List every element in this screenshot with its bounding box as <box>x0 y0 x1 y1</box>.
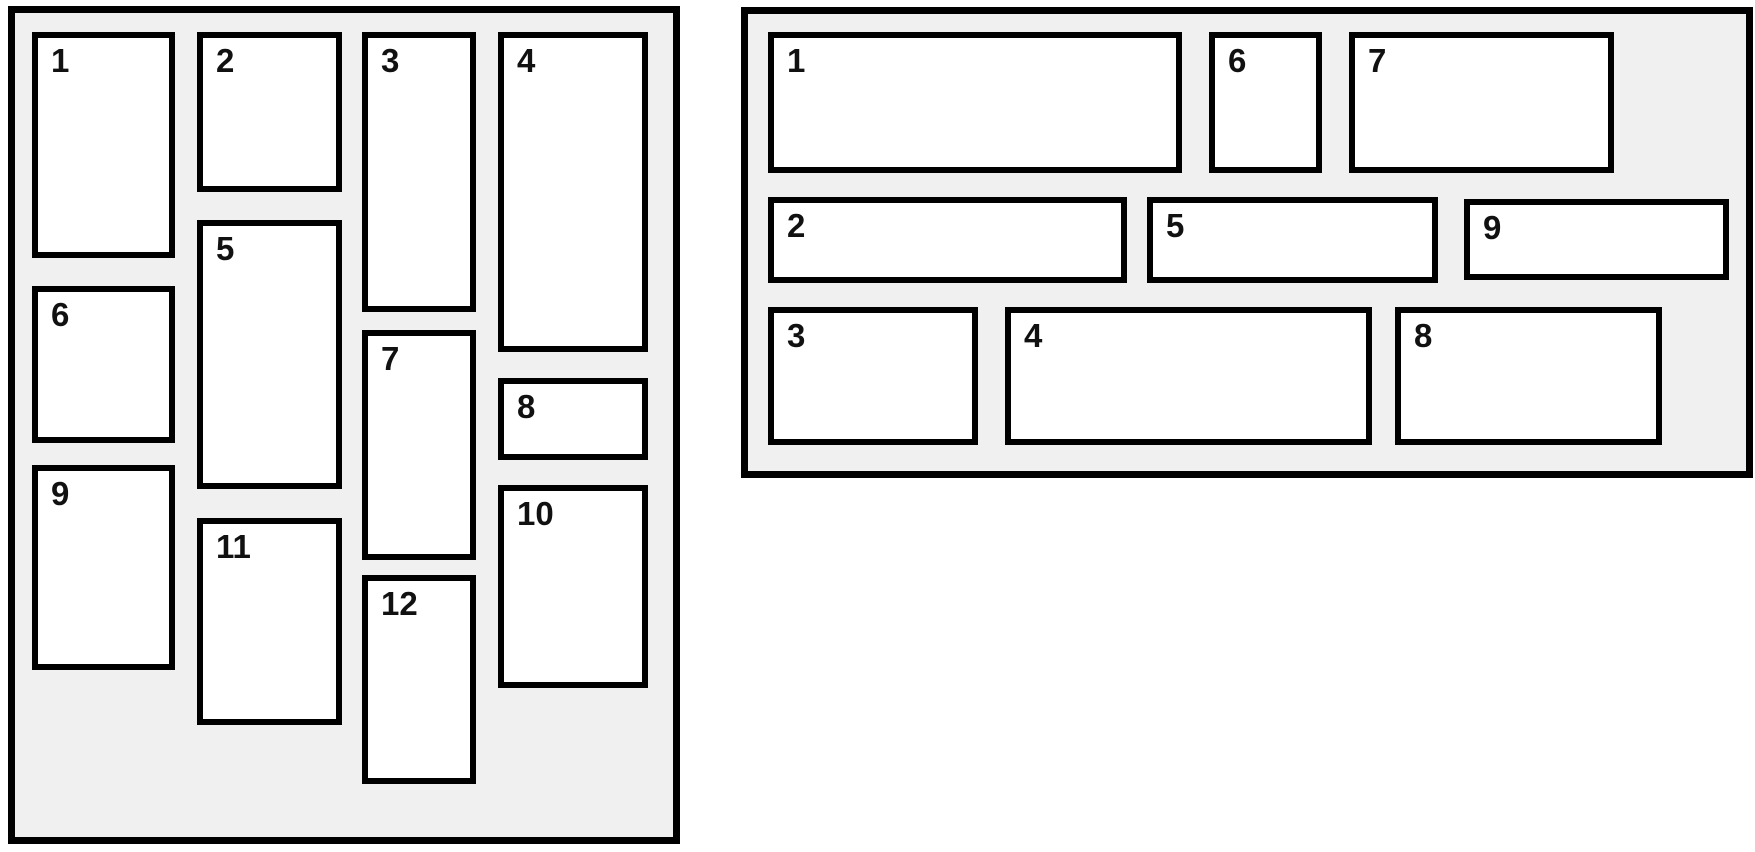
masonry-item-vertical-masonry-9: 9 <box>32 465 175 670</box>
masonry-item-vertical-masonry-3: 3 <box>362 32 476 312</box>
item-number-label: 7 <box>1368 42 1387 79</box>
item-number-label: 11 <box>216 528 251 565</box>
item-number-label: 3 <box>381 42 400 79</box>
item-number-label: 10 <box>517 495 554 532</box>
item-number-label: 9 <box>51 475 70 512</box>
masonry-item-vertical-masonry-5: 5 <box>197 220 342 489</box>
masonry-item-vertical-masonry-4: 4 <box>498 32 648 352</box>
item-number-label: 12 <box>381 585 418 622</box>
masonry-item-vertical-masonry-10: 10 <box>498 485 648 688</box>
masonry-item-vertical-masonry-1: 1 <box>32 32 175 258</box>
item-number-label: 5 <box>1166 207 1185 244</box>
item-number-label: 5 <box>216 230 235 267</box>
masonry-item-vertical-masonry-12: 12 <box>362 575 476 784</box>
item-number-label: 6 <box>1228 42 1247 79</box>
masonry-item-horizontal-masonry-5: 5 <box>1147 197 1438 283</box>
masonry-item-horizontal-masonry-9: 9 <box>1464 199 1729 280</box>
masonry-item-vertical-masonry-7: 7 <box>362 330 476 560</box>
masonry-item-horizontal-masonry-3: 3 <box>768 307 978 445</box>
masonry-item-horizontal-masonry-8: 8 <box>1395 307 1662 445</box>
masonry-item-horizontal-masonry-7: 7 <box>1349 32 1614 173</box>
item-number-label: 4 <box>517 42 536 79</box>
masonry-item-horizontal-masonry-2: 2 <box>768 197 1127 283</box>
item-number-label: 3 <box>787 317 806 354</box>
item-number-label: 2 <box>787 207 806 244</box>
masonry-item-vertical-masonry-11: 11 <box>197 518 342 725</box>
item-number-label: 7 <box>381 340 400 377</box>
masonry-item-horizontal-masonry-1: 1 <box>768 32 1182 173</box>
masonry-item-vertical-masonry-6: 6 <box>32 286 175 443</box>
item-number-label: 1 <box>787 42 806 79</box>
masonry-item-vertical-masonry-8: 8 <box>498 378 648 460</box>
horizontal-masonry-panel: 1 6 7 2 5 9 3 4 8 <box>741 7 1753 478</box>
item-number-label: 8 <box>1414 317 1433 354</box>
item-number-label: 2 <box>216 42 235 79</box>
item-number-label: 6 <box>51 296 70 333</box>
masonry-item-horizontal-masonry-4: 4 <box>1005 307 1372 445</box>
masonry-item-vertical-masonry-2: 2 <box>197 32 342 192</box>
masonry-item-horizontal-masonry-6: 6 <box>1209 32 1322 173</box>
item-number-label: 4 <box>1024 317 1043 354</box>
item-number-label: 1 <box>51 42 70 79</box>
item-number-label: 8 <box>517 388 536 425</box>
item-number-label: 9 <box>1483 209 1502 246</box>
